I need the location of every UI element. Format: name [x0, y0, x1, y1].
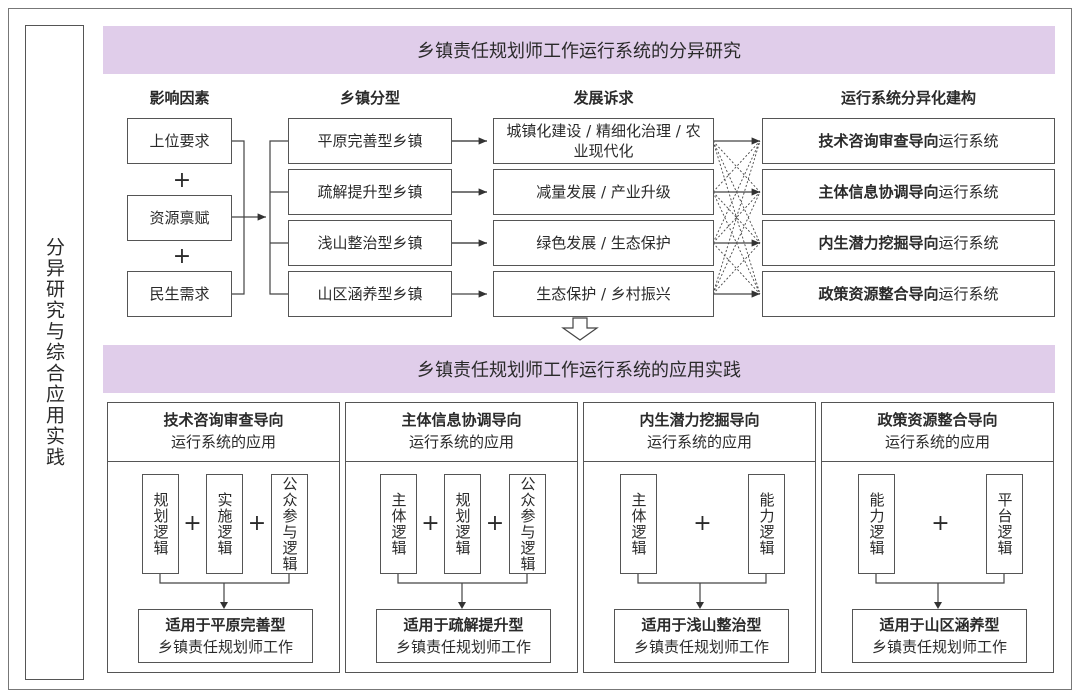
- panel-title: 技术咨询审查导向: [163, 411, 284, 429]
- dashed-link: [712, 242, 761, 295]
- demand-box: 城镇化建设 / 精细化治理 / 农业现代化: [493, 118, 714, 164]
- plus-sign: +: [247, 511, 267, 536]
- plus-sign: +: [693, 511, 712, 536]
- plus-sign: +: [421, 511, 440, 536]
- result-title: 适用于山区涵养型: [879, 616, 1000, 634]
- result-title: 适用于平原完善型: [165, 616, 286, 634]
- column-header-demands: 发展诉求: [573, 89, 634, 107]
- system-label-bold: 政策资源整合导向: [818, 285, 939, 303]
- system-box: 技术咨询审查导向运行系统: [762, 118, 1055, 164]
- result-box: 适用于平原完善型乡镇责任规划师工作: [138, 609, 313, 663]
- demand-box: 绿色发展 / 生态保护: [493, 220, 714, 266]
- township-type-box: 山区涵养型乡镇: [288, 271, 452, 317]
- system-label-rest: 运行系统: [938, 183, 999, 201]
- top-title-band: 乡镇责任规划师工作运行系统的分异研究: [103, 26, 1055, 74]
- logic-box: 能力逻辑: [858, 474, 895, 574]
- result-box: 适用于浅山整治型乡镇责任规划师工作: [614, 609, 789, 663]
- application-panel: 技术咨询审查导向运行系统的应用规划逻辑实施逻辑公众参与逻辑++适用于平原完善型乡…: [107, 402, 340, 673]
- system-label-rest: 运行系统: [938, 234, 999, 252]
- column-header-systems: 运行系统分异化建构: [840, 89, 976, 107]
- application-panel: 内生潜力挖掘导向运行系统的应用主体逻辑 能力逻辑 + 适用于浅山整治型乡镇责任规划师工…: [583, 402, 816, 673]
- result-box: 适用于山区涵养型乡镇责任规划师工作: [852, 609, 1027, 663]
- side-label: 分异研究与综合应用实践: [25, 25, 84, 680]
- bottom-title-band: 乡镇责任规划师工作运行系统的应用实践: [103, 345, 1055, 393]
- panel-connector: [875, 574, 1005, 609]
- panel-title: 主体信息协调导向: [401, 411, 522, 429]
- panel-header: 政策资源整合导向运行系统的应用: [822, 403, 1053, 462]
- logic-box: 规划逻辑: [142, 474, 179, 574]
- panel-title: 政策资源整合导向: [877, 411, 998, 429]
- panel-connector: [397, 574, 528, 609]
- result-text: 乡镇责任规划师工作: [395, 638, 531, 656]
- result-text: 乡镇责任规划师工作: [157, 638, 293, 656]
- system-box: 内生潜力挖掘导向运行系统: [762, 220, 1055, 266]
- logic-box: 实施逻辑: [206, 474, 243, 574]
- panel-header: 主体信息协调导向运行系统的应用: [346, 403, 577, 462]
- township-type-box: 浅山整治型乡镇: [288, 220, 452, 266]
- logic-box: 平台逻辑: [986, 474, 1023, 574]
- demand-box: 生态保护 / 乡村振兴: [493, 271, 714, 317]
- application-panel: 政策资源整合导向运行系统的应用能力逻辑 平台逻辑 + 适用于山区涵养型乡镇责任规划师工…: [821, 402, 1054, 673]
- panel-subtitle: 运行系统的应用: [884, 433, 990, 451]
- township-type-box: 平原完善型乡镇: [288, 118, 452, 164]
- plus-sign: +: [931, 511, 950, 536]
- logic-box: 主体逻辑: [380, 474, 417, 574]
- column-header-factors: 影响因素: [149, 89, 210, 107]
- dashed-link: [712, 140, 761, 244]
- plus-sign: +: [485, 511, 505, 536]
- application-panel: 主体信息协调导向运行系统的应用主体逻辑规划逻辑公众参与逻辑++适用于疏解提升型乡…: [345, 402, 578, 673]
- factor-box: 上位要求: [127, 118, 232, 164]
- result-title: 适用于疏解提升型: [403, 616, 524, 634]
- result-text: 乡镇责任规划师工作: [633, 638, 769, 656]
- logic-box: 能力逻辑: [748, 474, 785, 574]
- result-box: 适用于疏解提升型乡镇责任规划师工作: [376, 609, 551, 663]
- factor-box: 民生需求: [127, 271, 232, 317]
- system-label-bold: 内生潜力挖掘导向: [818, 234, 939, 252]
- column-header-types: 乡镇分型: [339, 89, 400, 107]
- logic-box: 公众参与逻辑: [509, 474, 546, 574]
- system-box: 主体信息协调导向运行系统: [762, 169, 1055, 215]
- factor-box: 资源禀赋: [127, 195, 232, 241]
- panel-header: 内生潜力挖掘导向运行系统的应用: [584, 403, 815, 462]
- system-label-rest: 运行系统: [938, 285, 999, 303]
- dashed-link: [712, 140, 761, 295]
- plus-sign: +: [172, 244, 192, 269]
- dashed-link: [712, 140, 761, 193]
- dashed-link: [712, 191, 761, 295]
- dashed-link: [712, 191, 761, 244]
- dashed-link: [712, 242, 761, 295]
- outer-frame: [8, 8, 1072, 690]
- system-box: 政策资源整合导向运行系统: [762, 271, 1055, 317]
- panel-header: 技术咨询审查导向运行系统的应用: [108, 403, 339, 462]
- panel-title: 内生潜力挖掘导向: [639, 411, 760, 429]
- logic-box: 主体逻辑: [620, 474, 657, 574]
- hollow-down-arrow-icon: [561, 317, 599, 341]
- township-type-box: 疏解提升型乡镇: [288, 169, 452, 215]
- system-label-bold: 主体信息协调导向: [818, 183, 939, 201]
- demand-box: 减量发展 / 产业升级: [493, 169, 714, 215]
- panel-subtitle: 运行系统的应用: [170, 433, 276, 451]
- result-title: 适用于浅山整治型: [641, 616, 762, 634]
- panel-connector: [159, 574, 290, 609]
- dashed-link: [712, 140, 761, 193]
- system-label-rest: 运行系统: [938, 132, 999, 150]
- panel-connector: [637, 574, 767, 609]
- panel-subtitle: 运行系统的应用: [646, 433, 752, 451]
- plus-sign: +: [172, 168, 192, 193]
- logic-box: 公众参与逻辑: [271, 474, 308, 574]
- panel-subtitle: 运行系统的应用: [408, 433, 514, 451]
- plus-sign: +: [183, 511, 202, 536]
- logic-box: 规划逻辑: [444, 474, 481, 574]
- system-label-bold: 技术咨询审查导向: [818, 132, 939, 150]
- dashed-link: [712, 191, 761, 244]
- result-text: 乡镇责任规划师工作: [871, 638, 1007, 656]
